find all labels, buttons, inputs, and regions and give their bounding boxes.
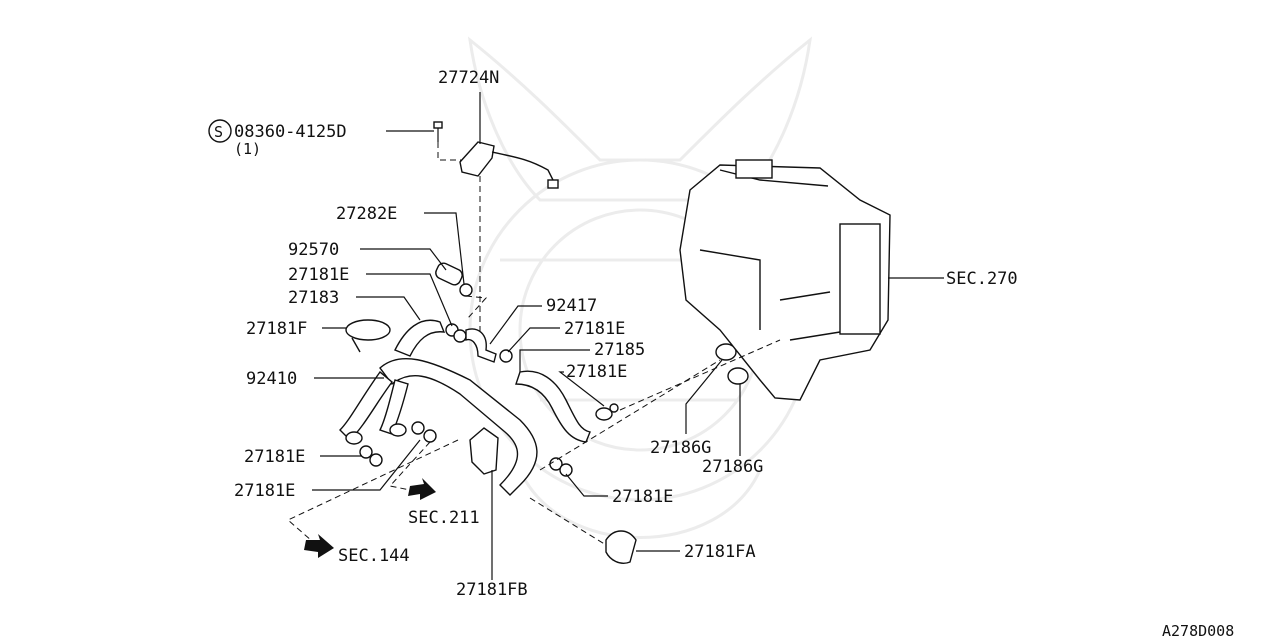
pipe-92410[interactable] xyxy=(339,357,538,496)
label-08360-4125D[interactable]: 08360-4125D xyxy=(234,122,347,142)
grommet-27186G-b[interactable] xyxy=(727,367,749,385)
leader-27181E-a xyxy=(366,273,453,327)
clamp-27282E[interactable] xyxy=(459,283,473,297)
label-92417[interactable]: 92417 xyxy=(546,296,597,316)
label-27181FB[interactable]: 27181FB xyxy=(456,580,528,600)
label-08360-qty: (1) xyxy=(234,140,261,158)
leader-27181E-b xyxy=(507,327,560,353)
label-27186G-b[interactable]: 27186G xyxy=(702,457,763,477)
label-27181FA[interactable]: 27181FA xyxy=(684,542,756,562)
leader-27282E xyxy=(424,212,465,285)
clip-27181FA[interactable] xyxy=(605,530,637,564)
clamp-27181E-a[interactable] xyxy=(445,323,467,343)
label-92570[interactable]: 92570 xyxy=(288,240,339,260)
connector-27724N[interactable] xyxy=(459,141,559,189)
label-27181E-b[interactable]: 27181E xyxy=(564,319,625,339)
label-sec144[interactable]: SEC.144 xyxy=(338,546,410,566)
heater-unit[interactable] xyxy=(679,159,891,401)
clamp-27181E-d[interactable] xyxy=(359,445,383,467)
label-27724N[interactable]: 27724N xyxy=(438,68,499,88)
hose-92417[interactable] xyxy=(465,328,497,363)
label-27186G-a[interactable]: 27186G xyxy=(650,438,711,458)
label-27181E-d[interactable]: 27181E xyxy=(244,447,305,467)
leader-27181E-c xyxy=(558,371,605,407)
leader-92570 xyxy=(360,248,447,271)
s-symbol-icon xyxy=(208,119,232,143)
label-27181E-a[interactable]: 27181E xyxy=(288,265,349,285)
grommet-27186G-a[interactable] xyxy=(715,343,737,361)
label-27181E-c[interactable]: 27181E xyxy=(566,362,627,382)
dash-sec144 xyxy=(287,439,459,549)
leader-27186G-a xyxy=(685,359,723,434)
label-27181F[interactable]: 27181F xyxy=(246,319,307,339)
dash-bolt xyxy=(437,142,462,161)
clamp-27181E-e[interactable] xyxy=(411,421,437,443)
leader-92417 xyxy=(489,305,542,345)
bolt-08360[interactable] xyxy=(433,121,443,142)
dash-unit-1 xyxy=(539,359,721,471)
arrow-sec211-icon xyxy=(408,478,436,500)
arrow-sec144-icon xyxy=(304,534,334,558)
label-27183[interactable]: 27183 xyxy=(288,288,339,308)
s-symbol-letter: S xyxy=(214,123,223,141)
leader-27181E-f xyxy=(565,473,608,497)
hose-27183[interactable] xyxy=(394,319,446,357)
dash-clip xyxy=(465,295,488,319)
leader-27185 xyxy=(519,349,590,372)
dash-sec211 xyxy=(389,441,431,491)
clamp-27181E-b[interactable] xyxy=(499,349,513,363)
label-sec270[interactable]: SEC.270 xyxy=(946,269,1018,289)
leader-27181E-e xyxy=(312,439,421,491)
hose-92570[interactable] xyxy=(434,261,464,286)
dash-fa xyxy=(529,497,607,546)
dash-unit-2 xyxy=(619,339,781,411)
label-27282E[interactable]: 27282E xyxy=(336,204,397,224)
label-sec211[interactable]: SEC.211 xyxy=(408,508,480,528)
label-92410[interactable]: 92410 xyxy=(246,369,297,389)
label-27181E-f[interactable]: 27181E xyxy=(612,487,673,507)
clamp-27181E-f[interactable] xyxy=(549,457,573,477)
clip-27181FB[interactable] xyxy=(469,427,499,475)
label-27181E-e[interactable]: 27181E xyxy=(234,481,295,501)
leader-27183 xyxy=(356,296,421,321)
clamp-27181E-c[interactable] xyxy=(595,403,619,421)
label-27185[interactable]: 27185 xyxy=(594,340,645,360)
clip-27181F[interactable] xyxy=(345,319,391,353)
diagram-code: A278D008 xyxy=(1162,622,1234,639)
